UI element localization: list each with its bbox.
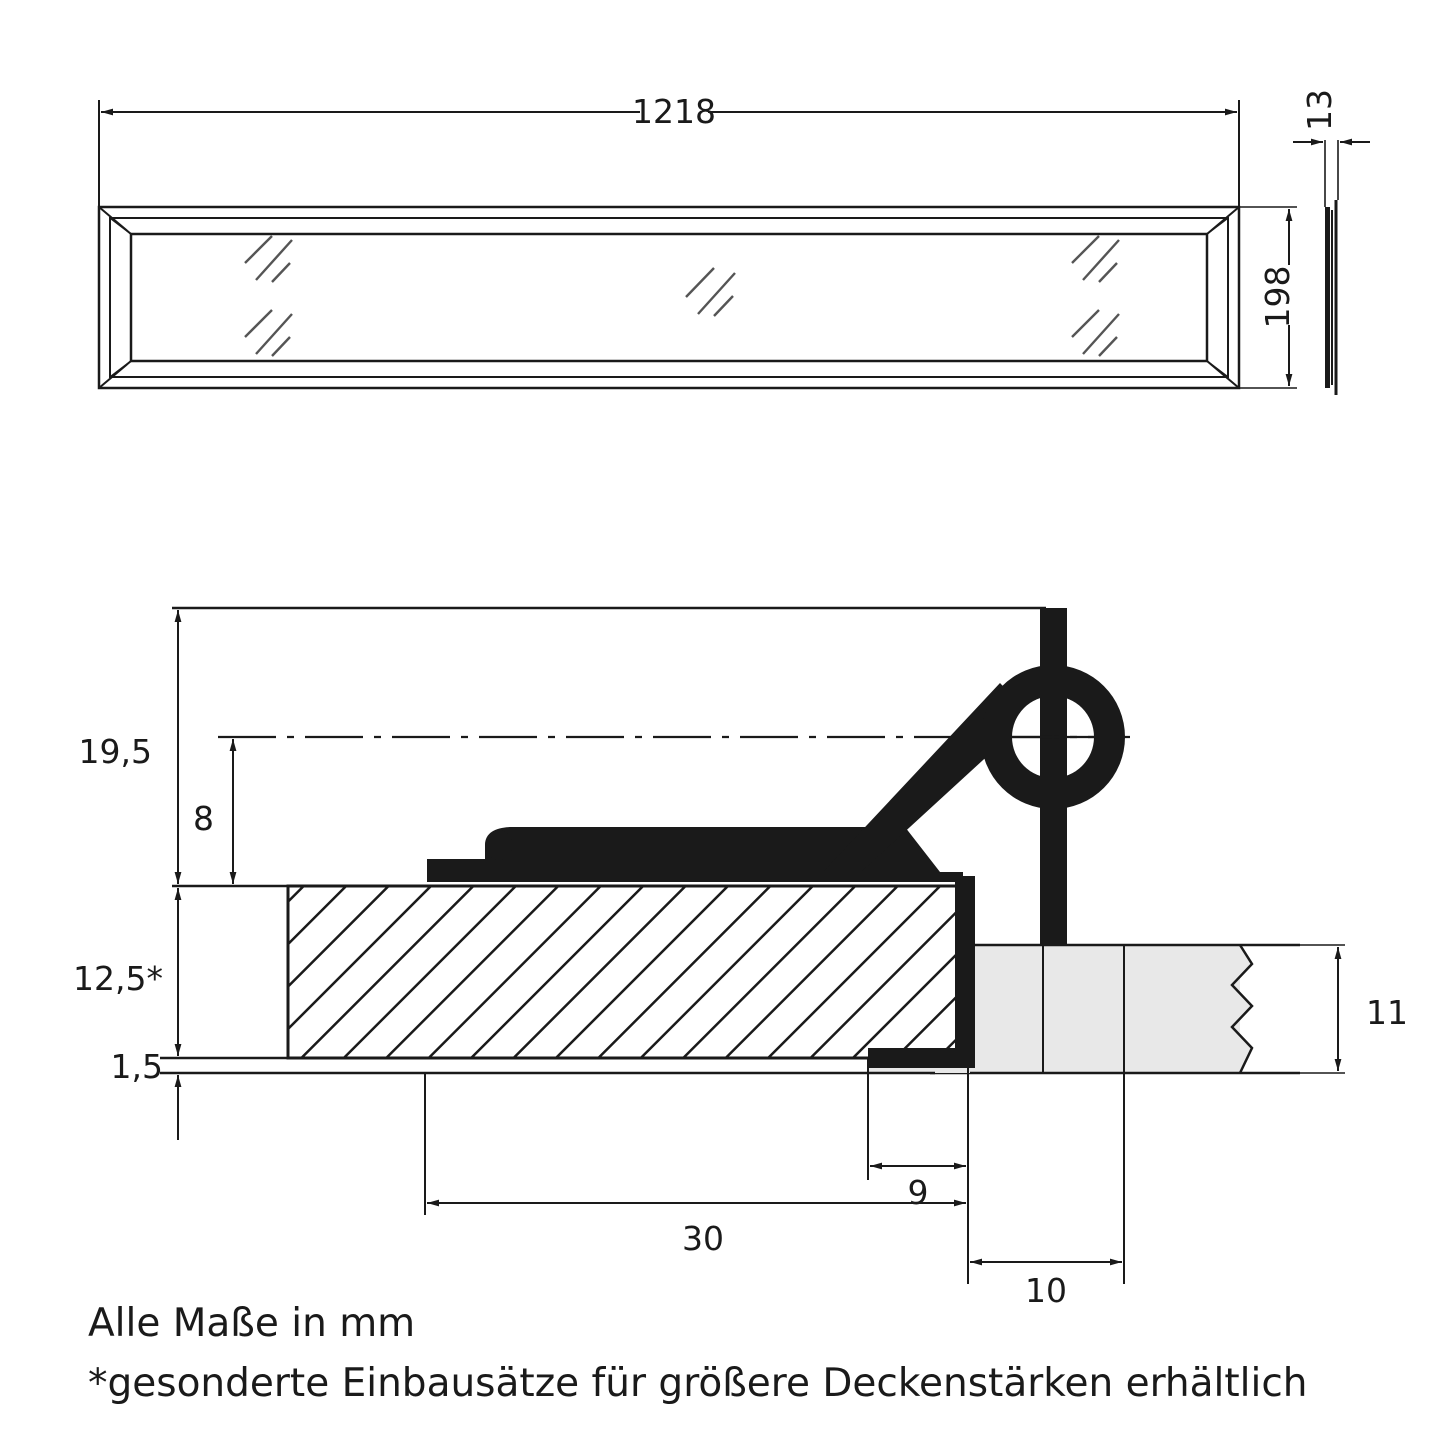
dim-label-13: 13 bbox=[1300, 89, 1339, 131]
side-view-group: 13 bbox=[1293, 89, 1370, 395]
glass-symbol-3 bbox=[685, 267, 736, 317]
gasket-bead bbox=[486, 830, 512, 860]
mitre-bevel-bottom-right bbox=[1206, 360, 1229, 378]
ceiling-break-fill bbox=[1232, 945, 1252, 1073]
glass-symbol-5 bbox=[1071, 309, 1120, 357]
glass-aperture-rect bbox=[129, 232, 1209, 363]
dim-label-1218: 1218 bbox=[632, 92, 716, 131]
ceiling-break-line bbox=[1230, 944, 1254, 1074]
dim-label-15: 1,5 bbox=[111, 1047, 163, 1086]
frame-flange-right bbox=[955, 876, 975, 1062]
mitre-bevel-bottom-left bbox=[109, 360, 132, 378]
dim-label-10: 10 bbox=[1025, 1271, 1067, 1310]
notes-group: Alle Maße in mm *gesonderte Einbausätze … bbox=[88, 1301, 1308, 1406]
glass-symbols bbox=[244, 235, 1120, 357]
ceiling-slab-fill bbox=[970, 945, 1240, 1073]
front-view-group: 1218 bbox=[97, 92, 1297, 390]
hinge-arm bbox=[823, 683, 1031, 872]
dim-label-198: 198 bbox=[1258, 266, 1297, 329]
dim-label-195: 19,5 bbox=[79, 732, 152, 771]
side-panel-body bbox=[1325, 207, 1330, 388]
section-view-group: 19,5 8 12,5* 1,5 11 9 30 10 bbox=[73, 606, 1408, 1310]
insert-body-hatch bbox=[288, 886, 968, 1058]
mitre-bevel-top-right bbox=[1206, 217, 1229, 235]
frame-flange-top bbox=[427, 872, 963, 882]
glass-symbol-1 bbox=[244, 235, 293, 283]
note-footnote: *gesonderte Einbausätze für größere Deck… bbox=[88, 1361, 1308, 1406]
dim-label-125: 12,5* bbox=[73, 959, 163, 998]
dim-label-9: 9 bbox=[908, 1173, 929, 1212]
dim-label-30: 30 bbox=[682, 1219, 724, 1258]
gasket-seal-profile bbox=[427, 827, 940, 872]
glass-symbol-4 bbox=[1071, 235, 1120, 283]
dim-label-11: 11 bbox=[1366, 993, 1408, 1032]
note-units: Alle Maße in mm bbox=[88, 1301, 415, 1346]
dim-label-8: 8 bbox=[193, 799, 214, 838]
glass-symbol-2 bbox=[244, 309, 293, 357]
mitre-bevel-top-left bbox=[109, 217, 132, 235]
